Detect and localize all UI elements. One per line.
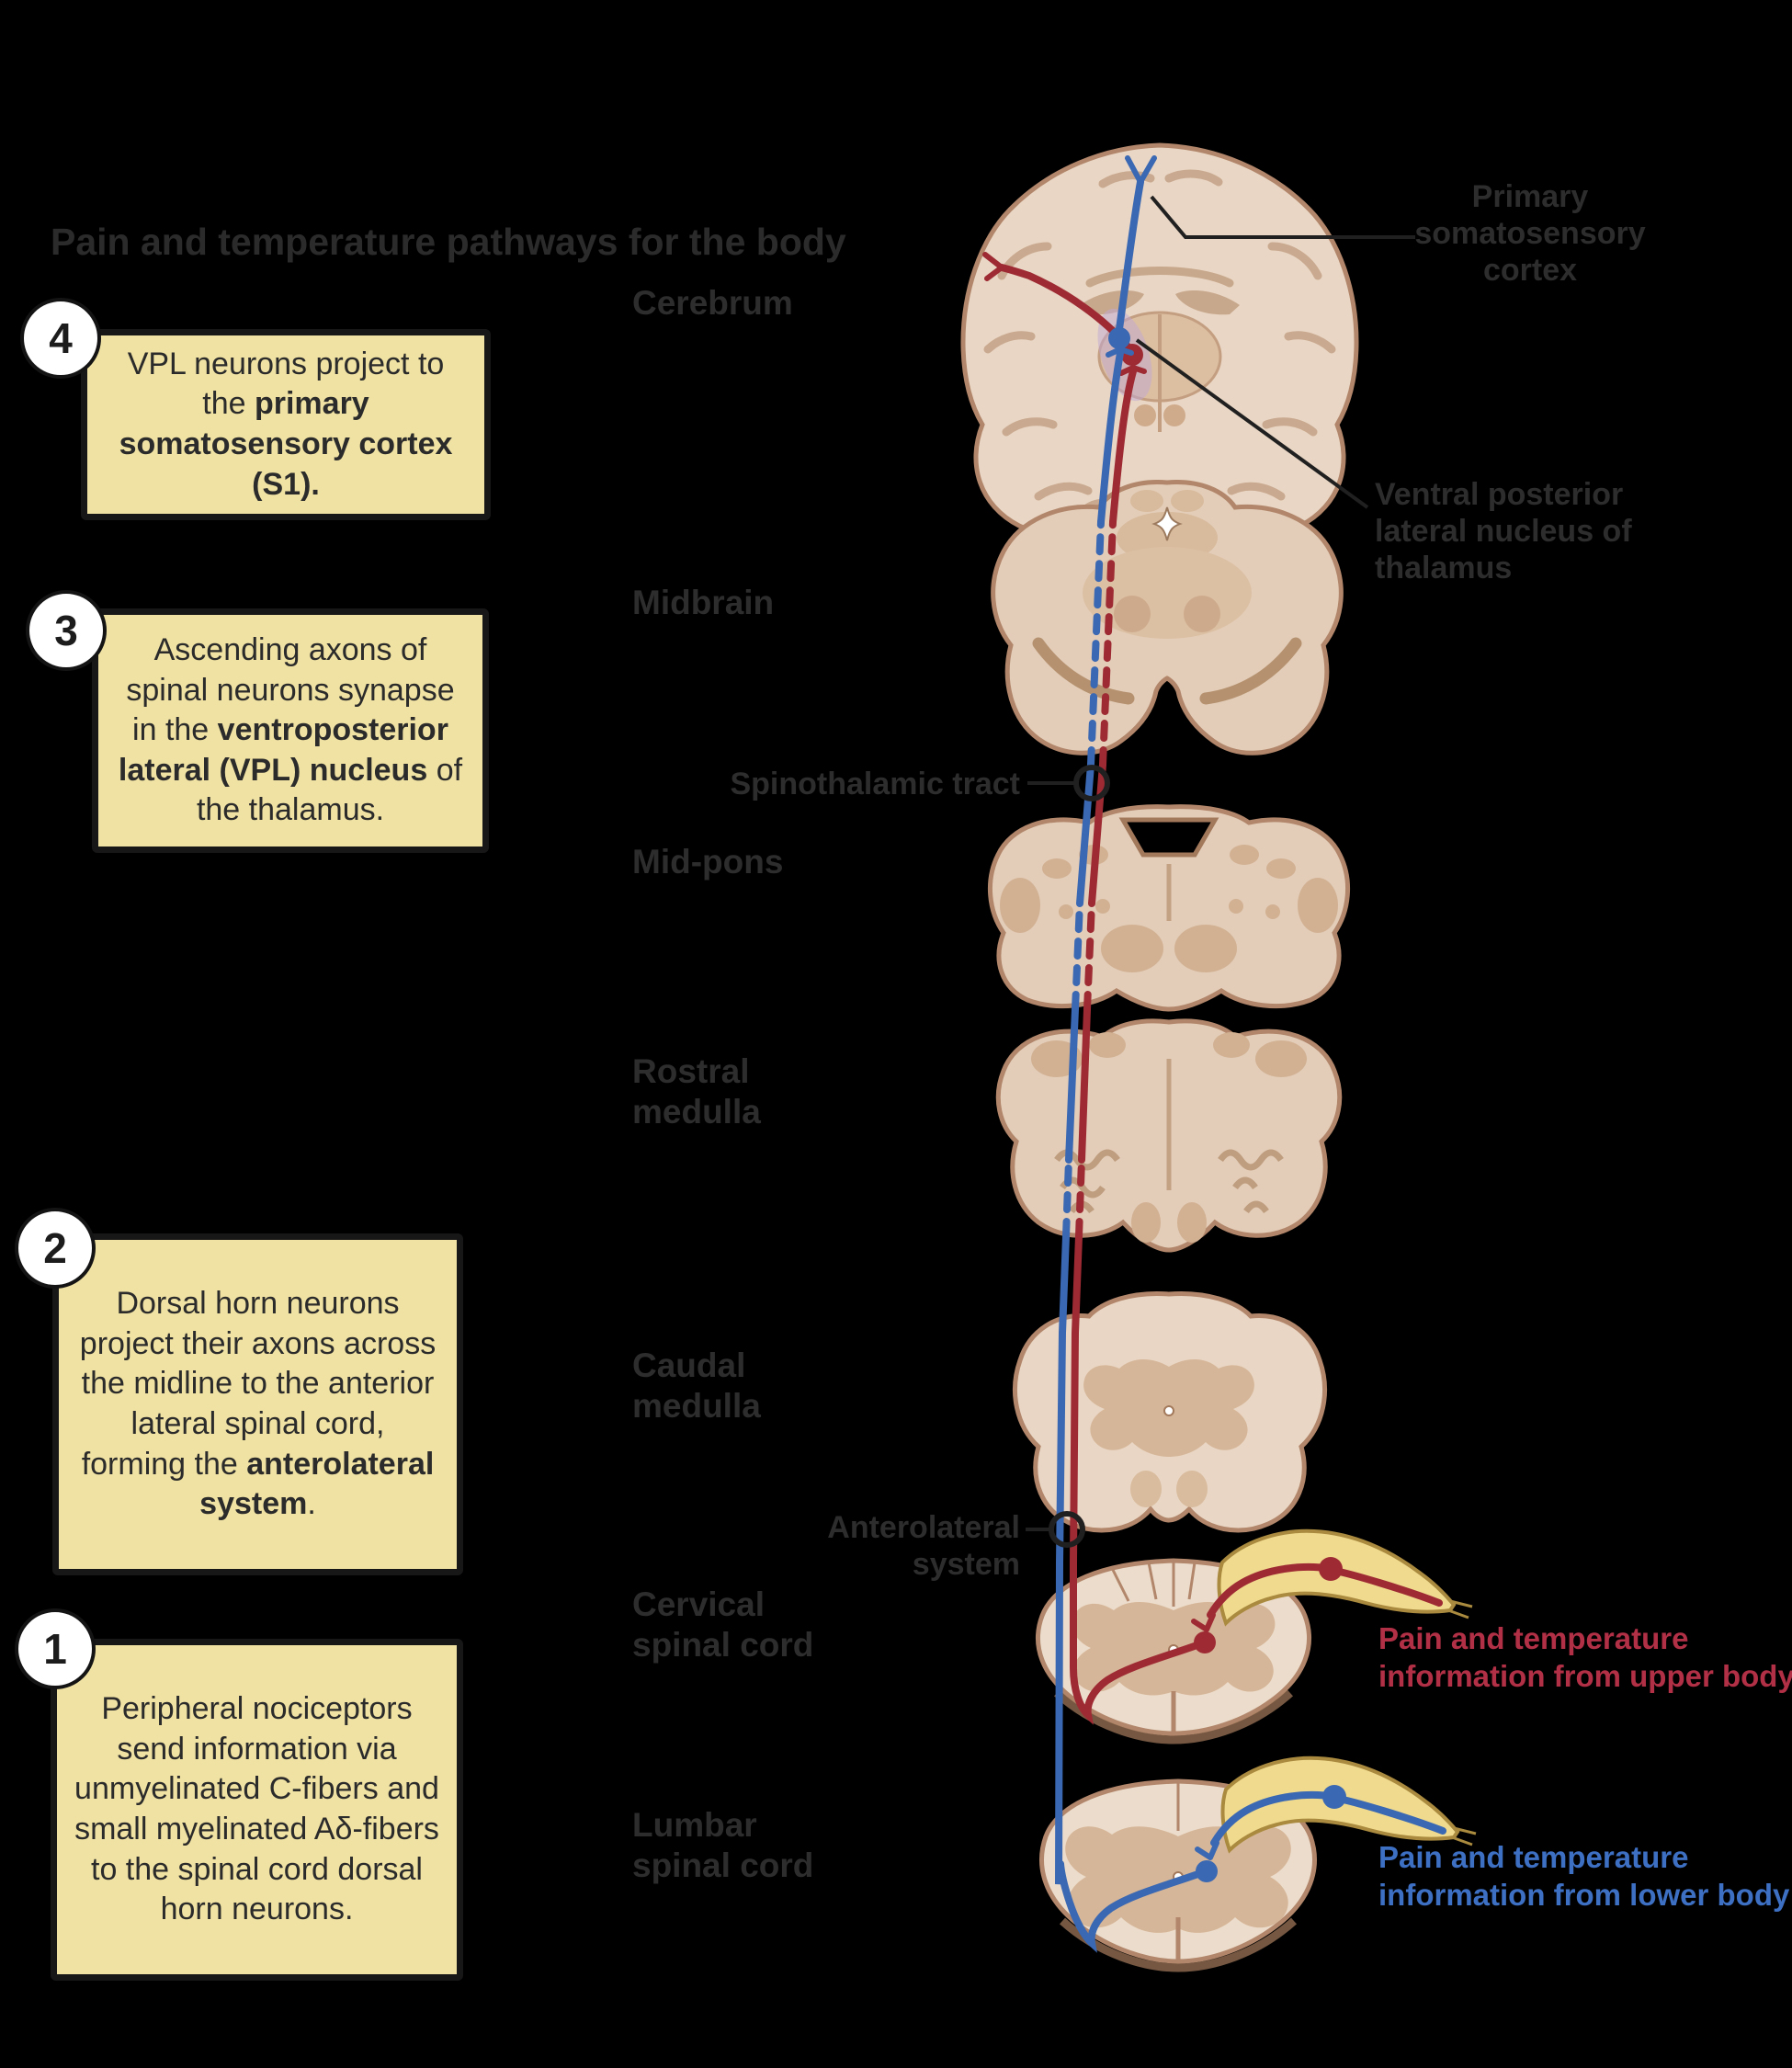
red-pathway [982, 252, 1443, 1725]
step-text-1: Peripheral nociceptors send information … [74, 1691, 439, 1927]
drg-neuron-soma-red [1319, 1557, 1343, 1581]
section-label-rostral-medulla: Rostral medulla [632, 1052, 761, 1131]
step-number-2: 2 [15, 1208, 96, 1289]
vpl-leader-line [1135, 338, 1369, 509]
leader-lines [1026, 195, 1415, 1548]
dorsal-horn-neuron-blue [1196, 1860, 1218, 1882]
vpl-synapse-blue [1108, 327, 1130, 349]
annotation-primary-somatosensory-cortex: Primary somatosensory cortex [1414, 179, 1646, 289]
step-text-4: VPL neurons project to the primary somat… [119, 346, 453, 502]
annotation-upper-body-info: Pain and temperature information from up… [1378, 1621, 1792, 1694]
step-text-3: Ascending axons of spinal neurons synaps… [118, 632, 463, 828]
step-number-3: 3 [26, 590, 107, 671]
spinothalamic-ring-marker [1073, 765, 1110, 801]
diagram-title: Pain and temperature pathways for the bo… [51, 221, 846, 263]
step-number-4: 4 [20, 298, 101, 379]
caudal-medulla-section-illustration [1013, 1291, 1327, 1533]
drg-neuron-soma-blue [1322, 1785, 1346, 1809]
fourth-ventricle [1118, 817, 1219, 858]
step-box-4: VPL neurons project to the primary somat… [81, 329, 491, 520]
section-label-cervical-spinal-cord: Cervical spinal cord [632, 1585, 814, 1664]
section-label-lumbar-spinal-cord: Lumbar spinal cord [632, 1806, 814, 1884]
step-number-1: 1 [15, 1608, 96, 1689]
section-label-midbrain: Midbrain [632, 584, 775, 621]
annotation-lower-body-info: Pain and temperature information from lo… [1378, 1840, 1790, 1913]
section-label-caudal-medulla: Caudal medulla [632, 1346, 761, 1425]
dorsal-horn-neuron-red [1194, 1631, 1216, 1653]
step-box-1: Peripheral nociceptors send information … [51, 1639, 463, 1981]
cerebrum-section-illustration [960, 142, 1359, 540]
step-box-3: Ascending axons of spinal neurons synaps… [92, 608, 489, 853]
section-label-mid-pons: Mid-pons [632, 843, 784, 881]
section-label-cerebrum: Cerebrum [632, 284, 793, 322]
blue-pathway [1055, 155, 1446, 1953]
mid-pons-section-illustration [987, 804, 1351, 1012]
annotation-vpl-nucleus: Ventral posterior lateral nucleus of tha… [1375, 477, 1632, 586]
step-text-2: Dorsal horn neurons project their axons … [79, 1286, 437, 1522]
cerebral-aqueduct [1151, 506, 1183, 541]
cortex-leader-line [1150, 195, 1415, 239]
step-box-2: Dorsal horn neurons project their axons … [52, 1233, 463, 1575]
anterolateral-ring-marker [1049, 1511, 1085, 1548]
annotation-spinothalamic-tract: Spinothalamic tract [730, 767, 1020, 801]
annotation-anterolateral-system: Anterolateral system [827, 1510, 1020, 1583]
midbrain-section-illustration [991, 480, 1344, 756]
rostral-medulla-section-illustration [995, 1018, 1343, 1253]
